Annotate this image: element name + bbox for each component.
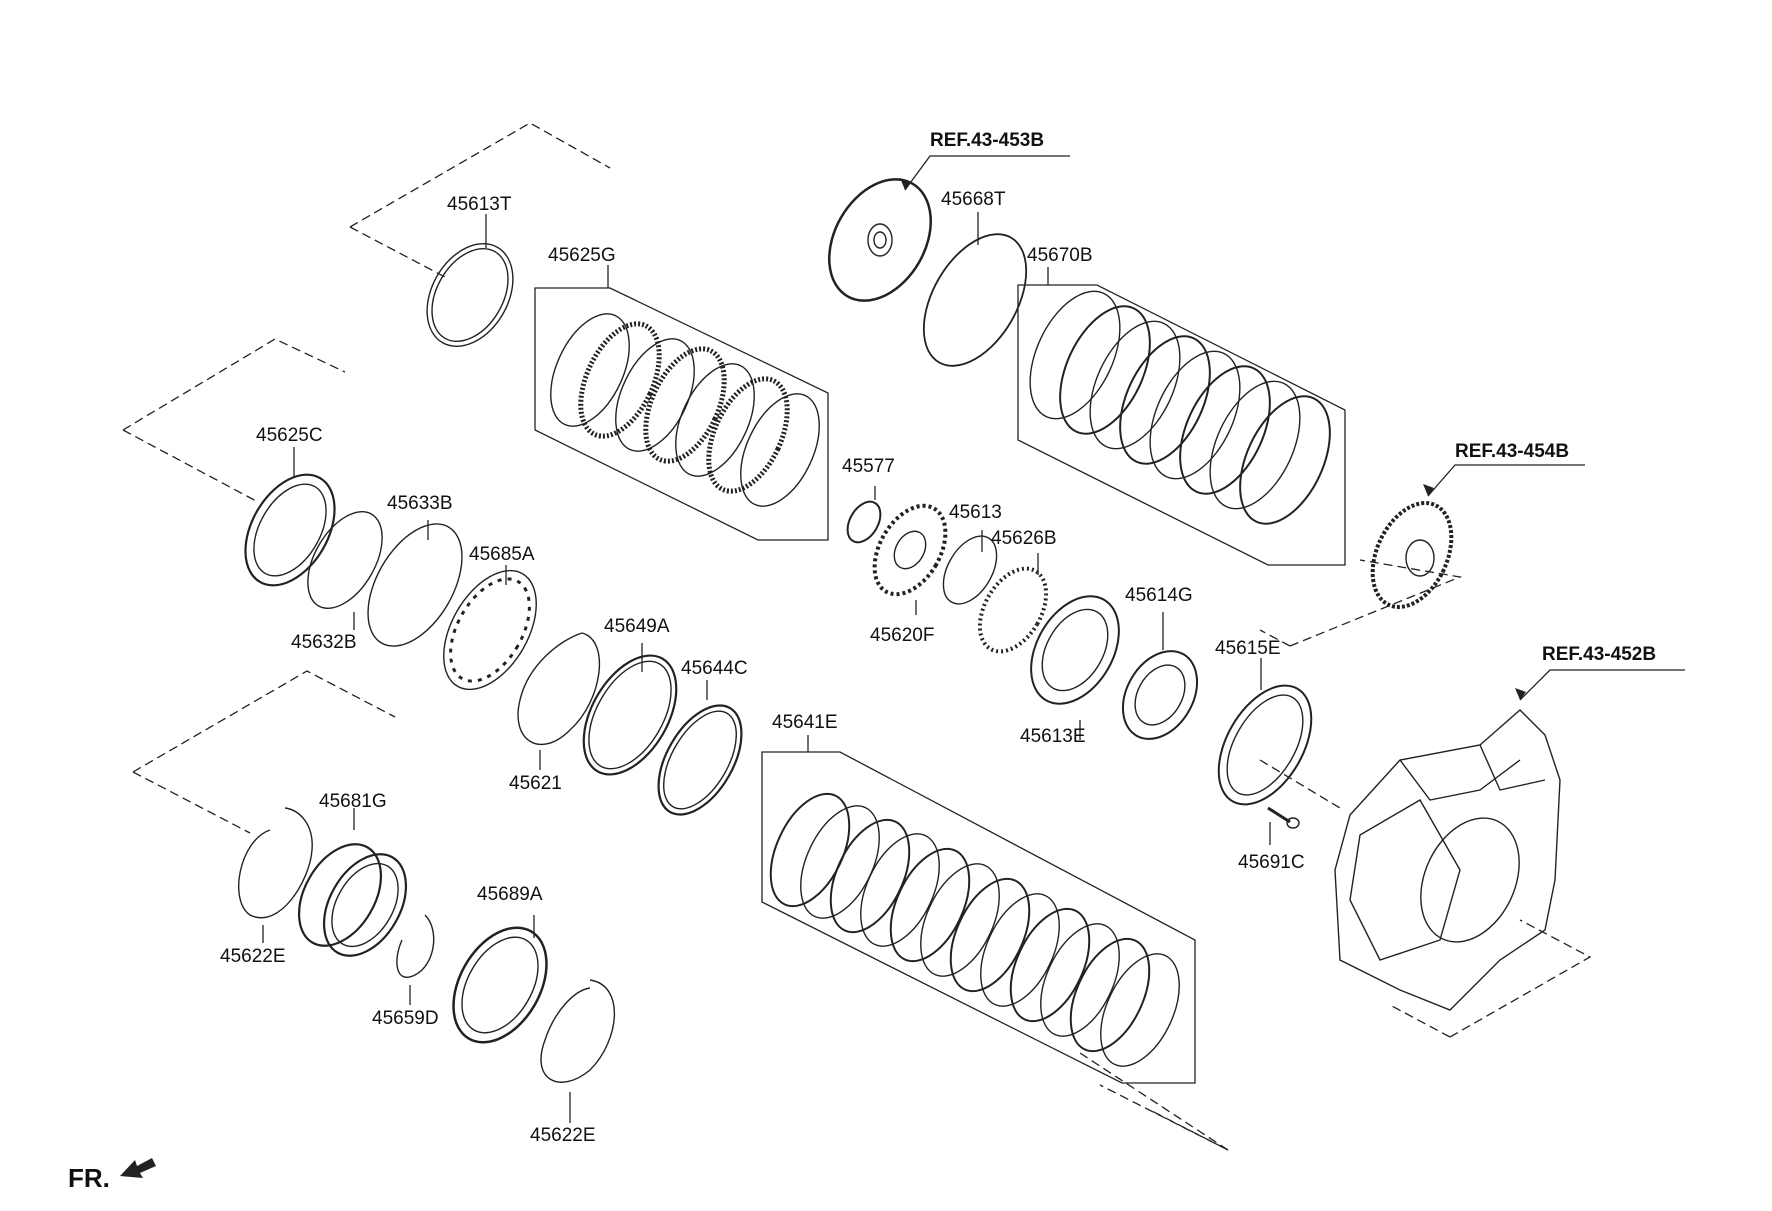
part-ref-454b (1357, 490, 1467, 619)
part-45668T (903, 217, 1048, 384)
label-45633B: 45633B (387, 493, 453, 514)
dashed-bracket-ref452B (1390, 920, 1590, 1037)
front-arrow-icon (120, 1158, 156, 1178)
ref-label-452b: REF.43-452B (1542, 644, 1657, 665)
part-45626B (966, 557, 1059, 663)
dashed-bracket-45622E (133, 671, 395, 833)
part-45644C (641, 692, 758, 829)
label-45689A: 45689A (477, 884, 543, 905)
label-45649A: 45649A (604, 616, 670, 637)
label-45685A: 45685A (469, 544, 535, 565)
label-45668T: 45668T (941, 189, 1006, 210)
part-45622E-a (239, 808, 312, 918)
dashed-bracket-45641E (1080, 1053, 1228, 1150)
part-45633B (349, 508, 482, 662)
part-45625G (535, 302, 836, 519)
ref-label-454b: REF.43-454B (1455, 441, 1570, 462)
label-45577: 45577 (842, 456, 895, 477)
leader-lines (263, 212, 1270, 1123)
part-ref-452b (1335, 710, 1560, 1010)
ref-452b-arrowhead (1515, 688, 1526, 700)
label-45622E-a: 45622E (220, 946, 286, 967)
ref-label-453b: REF.43-453B (930, 130, 1045, 151)
label-45613E: 45613E (1020, 726, 1086, 747)
label-45626B: 45626B (991, 528, 1057, 549)
label-45615E: 45615E (1215, 638, 1281, 659)
ref-leaders (905, 156, 1685, 700)
part-45622E-b (541, 980, 614, 1082)
front-direction-label: FR. (68, 1163, 110, 1193)
label-45622E-b: 45622E (530, 1125, 596, 1146)
ref-454b-arrowhead (1423, 484, 1434, 496)
label-45613: 45613 (949, 502, 1002, 523)
group-box-45670B (1018, 285, 1345, 565)
part-45620F (860, 493, 960, 606)
part-45613E (1013, 581, 1137, 719)
label-45625G: 45625G (548, 245, 616, 266)
label-45632B: 45632B (291, 632, 357, 653)
label-45613T: 45613T (447, 194, 512, 215)
part-45621 (518, 633, 599, 744)
label-45681G: 45681G (319, 791, 387, 812)
dashed-bracket-45613T (350, 123, 610, 277)
dashed-bracket-45625C (123, 339, 345, 502)
label-45621: 45621 (509, 773, 562, 794)
part-ref-453b (809, 161, 952, 319)
part-45632B (293, 499, 398, 621)
part-45681G (282, 830, 423, 970)
part-45689A (434, 911, 565, 1058)
part-45641E (755, 782, 1196, 1079)
part-45613 (932, 527, 1007, 613)
label-45691C: 45691C (1238, 852, 1305, 873)
label-45614G: 45614G (1125, 585, 1193, 606)
part-45670B (1012, 277, 1348, 537)
part-45685A (425, 555, 556, 706)
part-45625C (227, 459, 353, 601)
label-45641E: 45641E (772, 712, 838, 733)
part-45614G (1108, 638, 1212, 752)
label-45620F: 45620F (870, 625, 935, 646)
part-45615E (1200, 670, 1331, 821)
label-45670B: 45670B (1027, 245, 1093, 266)
dashed-bracket-ref454B (1260, 560, 1460, 646)
label-45659D: 45659D (372, 1008, 439, 1029)
label-45644C: 45644C (681, 658, 748, 679)
part-45691C (1268, 808, 1299, 828)
part-45649A (565, 640, 696, 791)
part-45659D (397, 915, 434, 977)
group-box-45625G (535, 288, 828, 540)
group-box-45641E (762, 752, 1195, 1083)
part-45613T (410, 228, 531, 361)
label-45625C: 45625C (256, 425, 323, 446)
part-45577 (841, 496, 887, 548)
bolt-axis-line (1260, 760, 1340, 808)
